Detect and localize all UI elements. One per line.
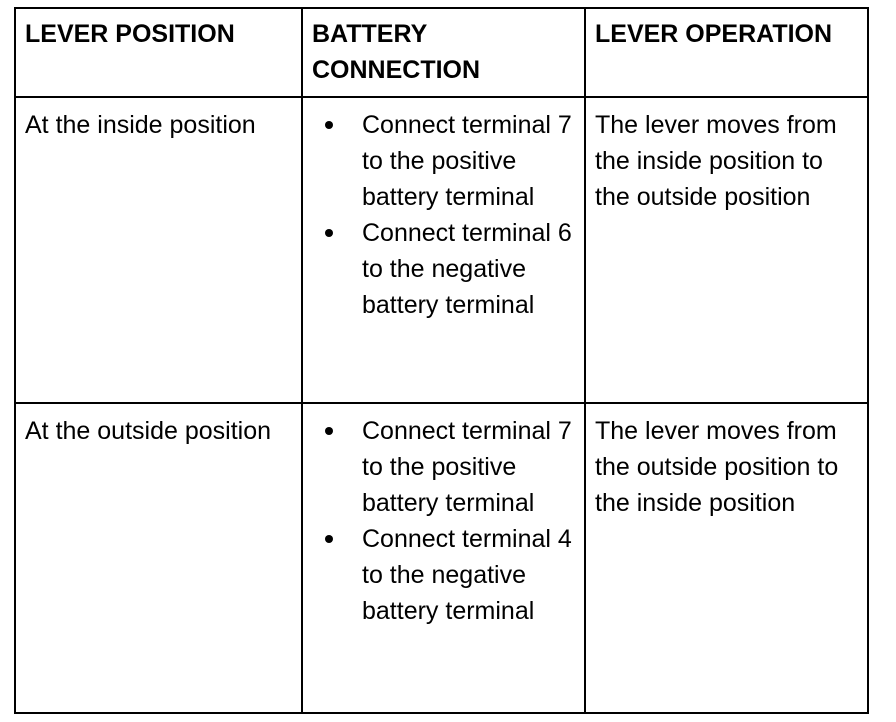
cell-lever-position: At the inside position [14,96,303,404]
list-item: Connect terminal 7 to the positive batte… [325,413,578,521]
lever-position-text: At the outside position [25,417,271,445]
table-body: At the inside position Connect terminal … [14,96,869,714]
bullet-icon [325,427,333,435]
header-row: LEVER POSITION BATTERY CONNECTION LEVER … [14,7,869,98]
list-item: Connect terminal 4 to the negative batte… [325,521,578,629]
bullet-icon [325,535,333,543]
header-label-battery-connection: BATTERY CONNECTION [312,20,481,84]
header-cell-lever-operation: LEVER OPERATION [584,7,869,98]
lever-operation-text: The lever moves from the outside positio… [595,417,839,517]
lever-operation-text: The lever moves from the inside position… [595,111,837,211]
list-item-label: Connect terminal 7 to the positive batte… [362,417,572,517]
list-item-label: Connect terminal 6 to the negative batte… [362,219,572,319]
header-cell-lever-position: LEVER POSITION [14,7,303,98]
battery-connection-list: Connect terminal 7 to the positive batte… [303,404,584,629]
header-cell-battery-connection: BATTERY CONNECTION [301,7,586,98]
cell-lever-position: At the outside position [14,402,303,714]
cell-battery-connection: Connect terminal 7 to the positive batte… [301,96,586,404]
cell-battery-connection: Connect terminal 7 to the positive batte… [301,402,586,714]
lever-position-table: LEVER POSITION BATTERY CONNECTION LEVER … [14,7,869,714]
list-item: Connect terminal 7 to the positive batte… [325,107,578,215]
table-row: At the inside position Connect terminal … [14,96,869,404]
header-label-lever-position: LEVER POSITION [25,20,235,48]
list-item-label: Connect terminal 4 to the negative batte… [362,525,572,625]
bullet-icon [325,229,333,237]
list-item: Connect terminal 6 to the negative batte… [325,215,578,323]
cell-lever-operation: The lever moves from the outside positio… [584,402,869,714]
bullet-icon [325,121,333,129]
table-row: At the outside position Connect terminal… [14,402,869,714]
table-header: LEVER POSITION BATTERY CONNECTION LEVER … [14,7,869,98]
battery-connection-list: Connect terminal 7 to the positive batte… [303,98,584,323]
header-label-lever-operation: LEVER OPERATION [595,20,833,48]
cell-lever-operation: The lever moves from the inside position… [584,96,869,404]
list-item-label: Connect terminal 7 to the positive batte… [362,111,572,211]
lever-position-text: At the inside position [25,111,256,139]
